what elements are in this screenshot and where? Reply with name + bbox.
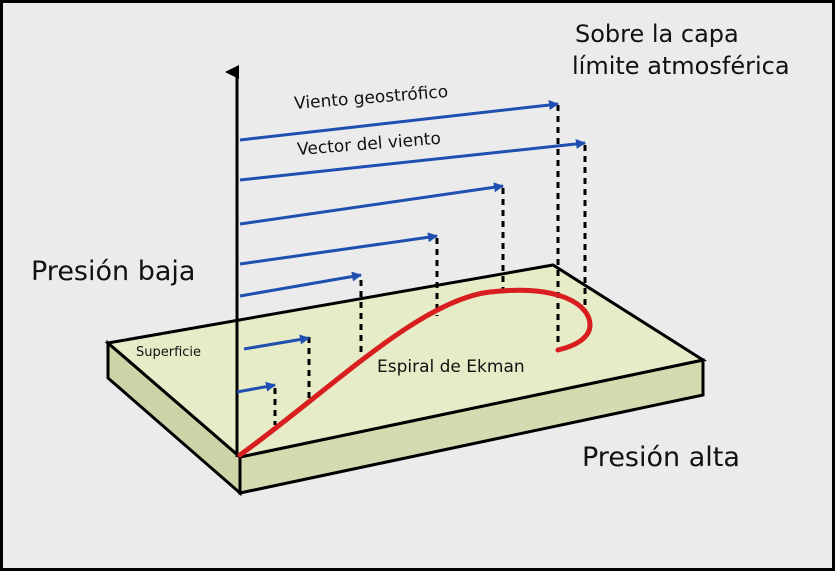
wind-arrow (236, 381, 276, 394)
wind-vectors (236, 100, 586, 394)
surface-label: Superficie (136, 345, 202, 360)
low-pressure-label: Presión baja (31, 256, 196, 287)
high-pressure-label: Presión alta (582, 442, 740, 473)
surface-slab-top (104, 263, 707, 459)
wind-arrow (239, 232, 438, 266)
wind-vector-arrow (239, 138, 586, 182)
wind-arrow (239, 182, 504, 226)
ekman-spiral-curve (237, 287, 593, 458)
title-line-1: Sobre la capa (575, 20, 739, 48)
ekman-spiral-label: Espiral de Ekman (377, 357, 525, 377)
wind-arrow (243, 334, 310, 351)
wind-arrow (239, 271, 362, 298)
geostrophic-wind-arrow (239, 100, 559, 142)
projection-lines (273, 105, 587, 425)
title-line-2: límite atmosférica (572, 52, 790, 80)
